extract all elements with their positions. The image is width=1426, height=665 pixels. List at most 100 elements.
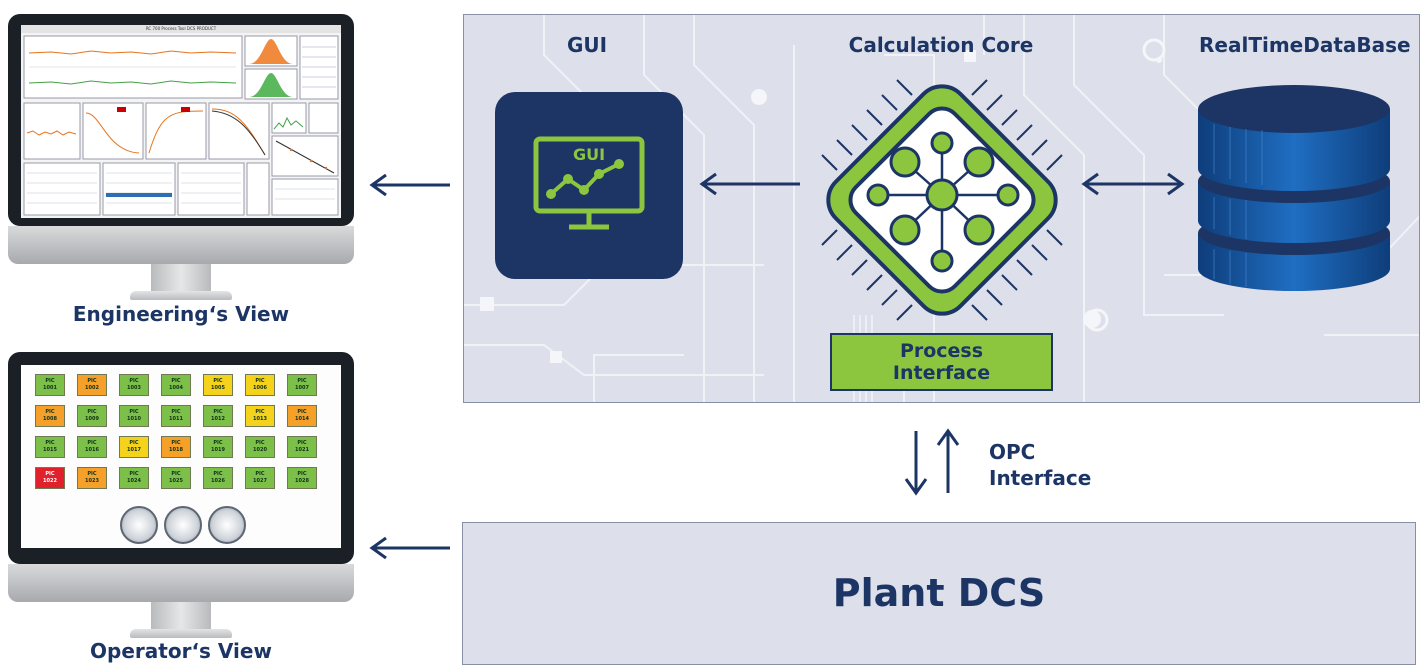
status-tile-prefix: PIC [255,378,265,384]
status-tile-prefix: PIC [129,409,139,415]
status-tile-number: 1002 [85,385,99,391]
engineering-view-label: Engineering‘s View [72,302,290,326]
monitor-chart-icon [533,136,645,230]
status-tile-number: 1019 [211,447,225,453]
status-tile-number: 1028 [295,478,309,484]
arrow-core-db-bidirectional [1081,172,1185,196]
plant-dcs-title: Plant DCS [832,571,1046,615]
calculation-core-title: Calculation Core [848,33,1034,57]
status-tile-prefix: PIC [213,471,223,477]
status-tile-number: 1008 [43,416,57,422]
gui-title: GUI [566,33,608,57]
opc-interface-line-1: OPC [989,440,1036,464]
realtimedatabase-title: RealTimeDataBase [1199,33,1411,57]
status-tile-prefix: PIC [213,378,223,384]
engineering-monitor-neck [151,264,211,291]
status-tile-prefix: PIC [129,440,139,446]
status-tile-prefix: PIC [171,471,181,477]
status-tile-prefix: PIC [129,471,139,477]
status-tile-number: 1005 [211,385,225,391]
status-tile-number: 1024 [127,478,141,484]
status-tile-prefix: PIC [45,440,55,446]
status-tile-number: 1027 [253,478,267,484]
status-tile-prefix: PIC [255,471,265,477]
status-tile-prefix: PIC [87,471,97,477]
arrow-to-operator-view [369,536,450,560]
gauge-icon [120,506,158,544]
status-tile-number: 1017 [127,447,141,453]
engineering-screen: RC 700 Process Tool DCS PRODUCT [21,25,341,218]
status-tile-prefix: PIC [255,409,265,415]
process-interface-line-2: Interface [892,362,991,384]
system-box: GUI Calculation Core RealTimeDataBase GU… [463,14,1420,403]
status-tile-prefix: PIC [171,409,181,415]
status-tile-number: 1012 [211,416,225,422]
status-tile-number: 1011 [169,416,183,422]
database-icon [1198,85,1390,291]
status-tile-number: 1004 [169,385,183,391]
plant-dcs-box: Plant DCS [462,522,1416,665]
status-tile-number: 1016 [85,447,99,453]
status-tile-number: 1006 [253,385,267,391]
status-tile-number: 1026 [211,478,225,484]
engineering-monitor-chin [8,226,354,264]
status-tile-number: 1018 [169,447,183,453]
status-tile-number: 1020 [253,447,267,453]
status-tile-prefix: PIC [45,378,55,384]
status-tile-number: 1021 [295,447,309,453]
status-tile-number: 1015 [43,447,57,453]
status-tile-number: 1025 [169,478,183,484]
status-tile-prefix: PIC [171,440,181,446]
process-interface-line-1: Process [899,340,984,362]
arrow-core-to-gui [699,172,800,196]
status-tile-number: 1014 [295,416,309,422]
gui-screen-label: GUI [572,145,606,164]
status-tile-number: 1013 [253,416,267,422]
operator-monitor-neck [151,602,211,629]
status-tile-prefix: PIC [297,378,307,384]
operator-view-label: Operator‘s View [90,639,272,663]
status-tile-number: 1001 [43,385,57,391]
status-tile-number: 1009 [85,416,99,422]
engineering-monitor: RC 700 Process Tool DCS PRODUCT [8,14,354,300]
status-tile-number: 1022 [43,478,57,484]
gauge-icon [164,506,202,544]
process-interface-box: Process Interface [830,333,1053,391]
status-tile-prefix: PIC [297,471,307,477]
status-tile-prefix: PIC [45,471,55,477]
status-tile-prefix: PIC [255,440,265,446]
status-tile-prefix: PIC [87,440,97,446]
status-tile-prefix: PIC [45,409,55,415]
opc-interface-line-2: Interface [989,466,1092,490]
status-tile-prefix: PIC [171,378,181,384]
gauge-icon [208,506,246,544]
status-tile-number: 1007 [295,385,309,391]
engineering-dashboard-graphic [23,35,339,216]
status-tile-number: 1023 [85,478,99,484]
status-tile-prefix: PIC [87,409,97,415]
